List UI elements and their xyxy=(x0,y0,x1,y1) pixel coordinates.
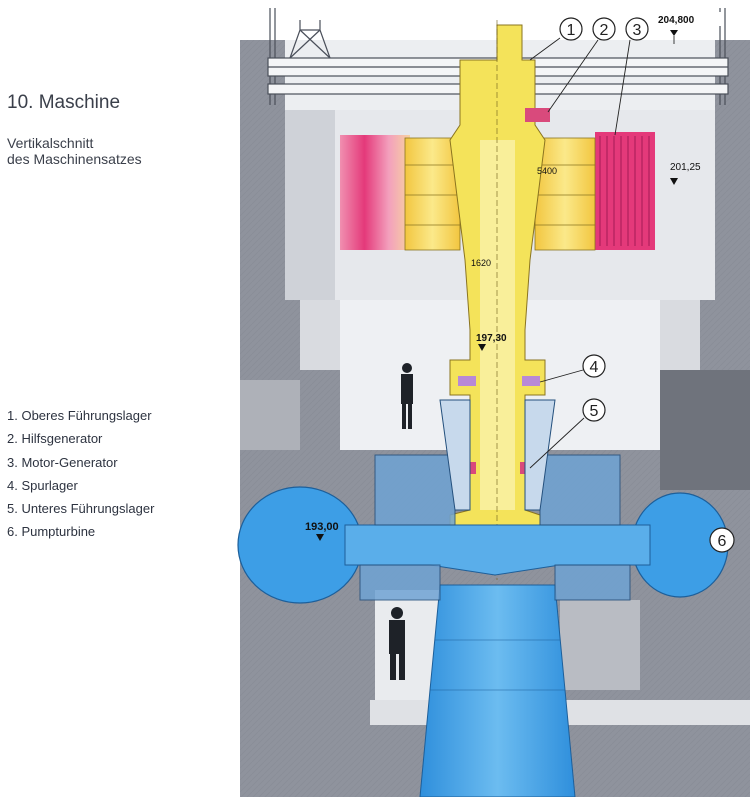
legend-item-3: 3. Motor-Generator xyxy=(7,454,118,470)
svg-text:5400: 5400 xyxy=(537,166,557,176)
svg-text:1620: 1620 xyxy=(471,258,491,268)
main-shaft xyxy=(449,20,546,580)
person-figure-upper xyxy=(401,363,413,429)
callout-5: 5 xyxy=(529,398,606,469)
subtitle-line-2: des Maschinensatzes xyxy=(7,151,142,167)
svg-text:2: 2 xyxy=(600,22,609,39)
legend-item-4: 4. Spurlager xyxy=(7,477,78,493)
page-subtitle: Vertikalschnitt des Maschinensatzes xyxy=(7,135,142,167)
turbine-steelwork xyxy=(359,399,631,601)
motor-generator-stator xyxy=(340,132,655,250)
dimension-rotor: 5400 xyxy=(537,166,557,176)
svg-text:5: 5 xyxy=(590,403,599,420)
callout-3: 3 xyxy=(614,17,649,136)
callout-1: 1 xyxy=(529,17,583,61)
svg-text:4: 4 xyxy=(590,359,599,376)
component-legend: 1. Oberes Führungslager 2. Hilfsgenerato… xyxy=(7,404,154,544)
callout-6: 6 xyxy=(709,527,735,553)
callout-2: 2 xyxy=(547,17,616,113)
svg-text:197,30: 197,30 xyxy=(476,333,507,344)
legend-item-5: 5. Unteres Führungslager xyxy=(7,501,155,517)
svg-text:1: 1 xyxy=(567,22,576,39)
svg-text:3: 3 xyxy=(633,22,642,39)
svg-text:204,800: 204,800 xyxy=(658,15,695,26)
callout-4: 4 xyxy=(539,354,606,383)
elevation-turbine: 193,00 xyxy=(305,521,339,541)
page-title: 10. Maschine xyxy=(7,92,121,113)
pump-turbine-water-passage xyxy=(237,486,729,797)
svg-text:193,00: 193,00 xyxy=(305,521,339,533)
person-figure-lower xyxy=(389,607,405,680)
legend-item-6: 6. Pumpturbine xyxy=(7,524,96,540)
dimension-shaft: 1620 xyxy=(471,258,491,268)
legend-item-1: 1. Oberes Führungslager xyxy=(7,408,152,423)
elevation-generator: 201,25 xyxy=(670,162,701,185)
elevation-shaft: 197,30 xyxy=(476,333,507,351)
subtitle-line-1: Vertikalschnitt xyxy=(7,135,94,151)
svg-text:6: 6 xyxy=(718,533,727,550)
elevation-top: 204,800 xyxy=(656,12,722,44)
legend-item-2: 2. Hilfsgenerator xyxy=(7,431,103,447)
generator-rotor xyxy=(404,137,596,251)
svg-text:201,25: 201,25 xyxy=(670,162,701,173)
